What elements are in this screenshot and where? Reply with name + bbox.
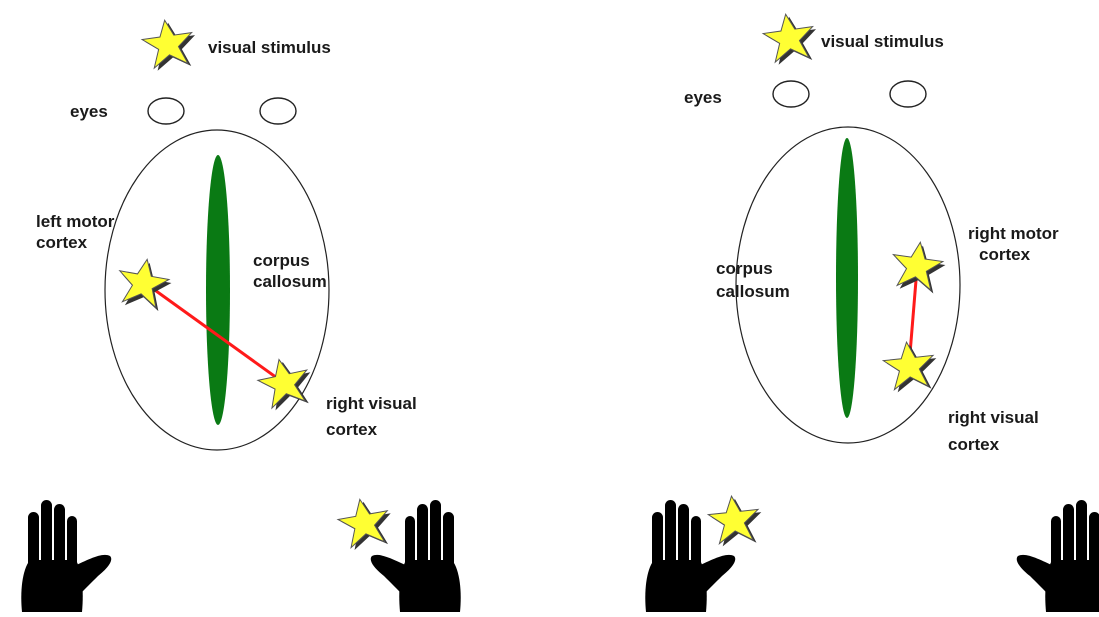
eyes-label: eyes [684, 87, 722, 108]
motor-cortex-label-line1: right motor [968, 223, 1059, 244]
right-visual-star-icon [882, 339, 940, 393]
right-visual-star-icon [255, 354, 317, 413]
left-eye-icon [148, 98, 184, 124]
corpus-callosum-label-line2: callosum [716, 281, 790, 302]
left-motor-star-icon [114, 255, 175, 312]
stimulus-label: visual stimulus [208, 37, 331, 58]
left-eye-icon [773, 81, 809, 107]
right-eye-icon [890, 81, 926, 107]
right-hand-icon [1017, 500, 1099, 612]
eyes-label: eyes [70, 101, 108, 122]
stimulus-star-icon [140, 16, 199, 72]
stimulus-star-icon [761, 10, 820, 66]
visual-cortex-label-line2: cortex [948, 434, 999, 455]
visual-cortex-label-line1: right visual [326, 393, 417, 414]
stimulus-label: visual stimulus [821, 31, 944, 52]
hand-star-icon [707, 493, 765, 547]
right-motor-star-icon [889, 239, 948, 295]
corpus-callosum-label-line2: callosum [253, 271, 327, 292]
motor-cortex-label-line2: cortex [979, 244, 1030, 265]
hand-star-icon [335, 495, 396, 552]
visual-cortex-label-line1: right visual [948, 407, 1039, 428]
corpus-callosum-shape [836, 138, 858, 418]
left-hand-icon [21, 500, 111, 612]
corpus-callosum-label-line1: corpus [253, 250, 310, 271]
visual-cortex-label-line2: cortex [326, 419, 377, 440]
corpus-callosum-shape [206, 155, 230, 425]
motor-cortex-label-line2: cortex [36, 232, 87, 253]
motor-cortex-label-line1: left motor [36, 211, 114, 232]
right-eye-icon [260, 98, 296, 124]
corpus-callosum-label-line1: corpus [716, 258, 773, 279]
